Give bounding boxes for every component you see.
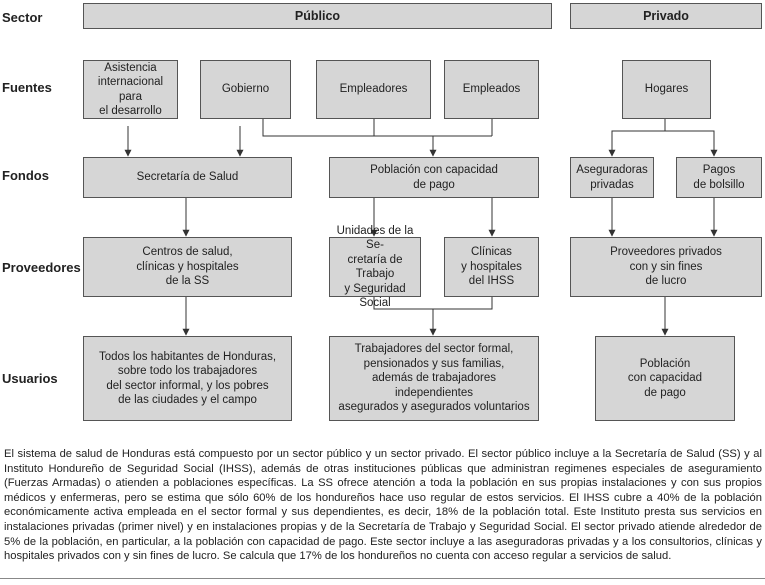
usuario-trabajadores-sector-formal: Trabajadores del sector formal, pensiona…	[329, 336, 539, 421]
row-label-proveedores: Proveedores	[2, 260, 81, 275]
fondo-secretaria-salud: Secretaría de Salud	[83, 157, 292, 198]
row-label-fondos: Fondos	[2, 168, 49, 183]
fondo-pagos-bolsillo: Pagos de bolsillo	[676, 157, 762, 198]
bottom-divider	[0, 578, 765, 579]
proveedor-privados: Proveedores privados con y sin fines de …	[570, 237, 762, 297]
fuente-hogares: Hogares	[622, 60, 711, 119]
proveedor-unidades-secretaria-trabajo: Unidades de la Se- cretaría de Trabajo y…	[329, 225, 421, 309]
proveedor-centros-salud: Centros de salud, clínicas y hospitales …	[83, 237, 292, 297]
row-label-fuentes: Fuentes	[2, 80, 52, 95]
row-label-usuarios: Usuarios	[2, 371, 58, 386]
usuario-poblacion-capacidad-pago: Población con capacidad de pago	[595, 336, 735, 421]
fondo-aseguradoras-privadas: Aseguradoras privadas	[570, 157, 654, 198]
fuente-empleados: Empleados	[444, 60, 539, 119]
proveedor-clinicas-ihss: Clínicas y hospitales del IHSS	[444, 237, 539, 297]
fondo-poblacion-capacidad-pago: Población con capacidad de pago	[329, 157, 539, 198]
usuario-habitantes-honduras: Todos los habitantes de Honduras, sobre …	[83, 336, 292, 421]
figure-caption: El sistema de salud de Honduras está com…	[4, 448, 762, 563]
fuente-empleadores: Empleadores	[316, 60, 431, 119]
fuente-gobierno: Gobierno	[200, 60, 291, 119]
sector-header-privado: Privado	[570, 3, 762, 29]
sector-header-publico: Público	[83, 3, 552, 29]
row-label-sector: Sector	[2, 10, 43, 25]
connector-gobierno-branch	[262, 119, 492, 137]
fuente-asistencia-internacional: Asistencia internacional para el desarro…	[83, 60, 178, 119]
arrow-hogares-to-aseguradoras	[608, 130, 665, 157]
arrow-hogares-to-pagos	[665, 130, 718, 157]
